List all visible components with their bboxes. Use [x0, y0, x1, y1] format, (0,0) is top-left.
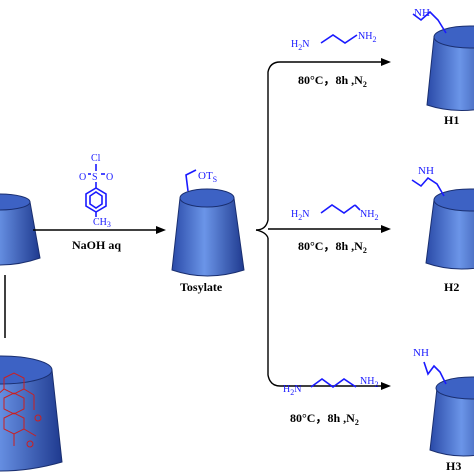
amine1-left-nh2: H2N [291, 39, 309, 52]
tosylate-label: Tosylate [180, 280, 223, 294]
propanediamine-structure: H2N NH2 [291, 204, 378, 222]
product-h3-nh: NH [413, 347, 429, 359]
tosyl-cl-label: Cl [91, 153, 101, 164]
product-h1-label: H1 [444, 113, 459, 127]
branch-arrow-h2 [268, 225, 391, 233]
product-h2-cyclodextrin [411, 176, 474, 270]
guest-molecule-icon [0, 372, 42, 448]
tosylation-arrow [33, 226, 166, 234]
inclusion-complex-cyclodextrin [0, 355, 63, 472]
condition-h2: 80°C，8h ,N2 [298, 239, 367, 255]
ethylenediamine-structure: H2N NH2 [291, 31, 376, 52]
amine2-left-nh2: H2N [291, 209, 309, 222]
amine3-left-nh2: H2N [283, 384, 301, 397]
amine1-right-nh2: NH2 [358, 31, 376, 44]
product-h3-label: H3 [446, 459, 461, 473]
tosylate-group-label: OTS [198, 170, 217, 184]
tosyl-methyl-label: CH3 [93, 217, 111, 229]
product-h2-nh: NH [418, 165, 434, 177]
branch-arrow-h1 [280, 58, 391, 66]
tosyl-o-left-label: O [79, 172, 86, 183]
tosylate-cyclodextrin [171, 169, 245, 277]
product-h1-nh: NH [414, 7, 430, 19]
amine2-right-nh2: NH2 [360, 209, 378, 222]
branch-bracket [255, 61, 281, 387]
base-condition-label: NaOH aq [72, 238, 121, 252]
butanediamine-structure: H2N NH2 [283, 376, 378, 397]
amine3-right-nh2: NH2 [360, 376, 378, 389]
tosyl-chloride-structure: Cl O S O CH3 [79, 153, 113, 229]
product-h3-cyclodextrin [423, 361, 474, 457]
product-h1-cyclodextrin [412, 10, 474, 111]
condition-h1: 80°C，8h ,N2 [298, 73, 367, 89]
tosyl-o-right-label: O [106, 172, 113, 183]
start-cyclodextrin [0, 193, 41, 266]
product-h2-label: H2 [444, 280, 459, 294]
condition-h3: 80°C，8h ,N2 [290, 411, 359, 427]
tosyl-s-label: S [92, 172, 98, 183]
